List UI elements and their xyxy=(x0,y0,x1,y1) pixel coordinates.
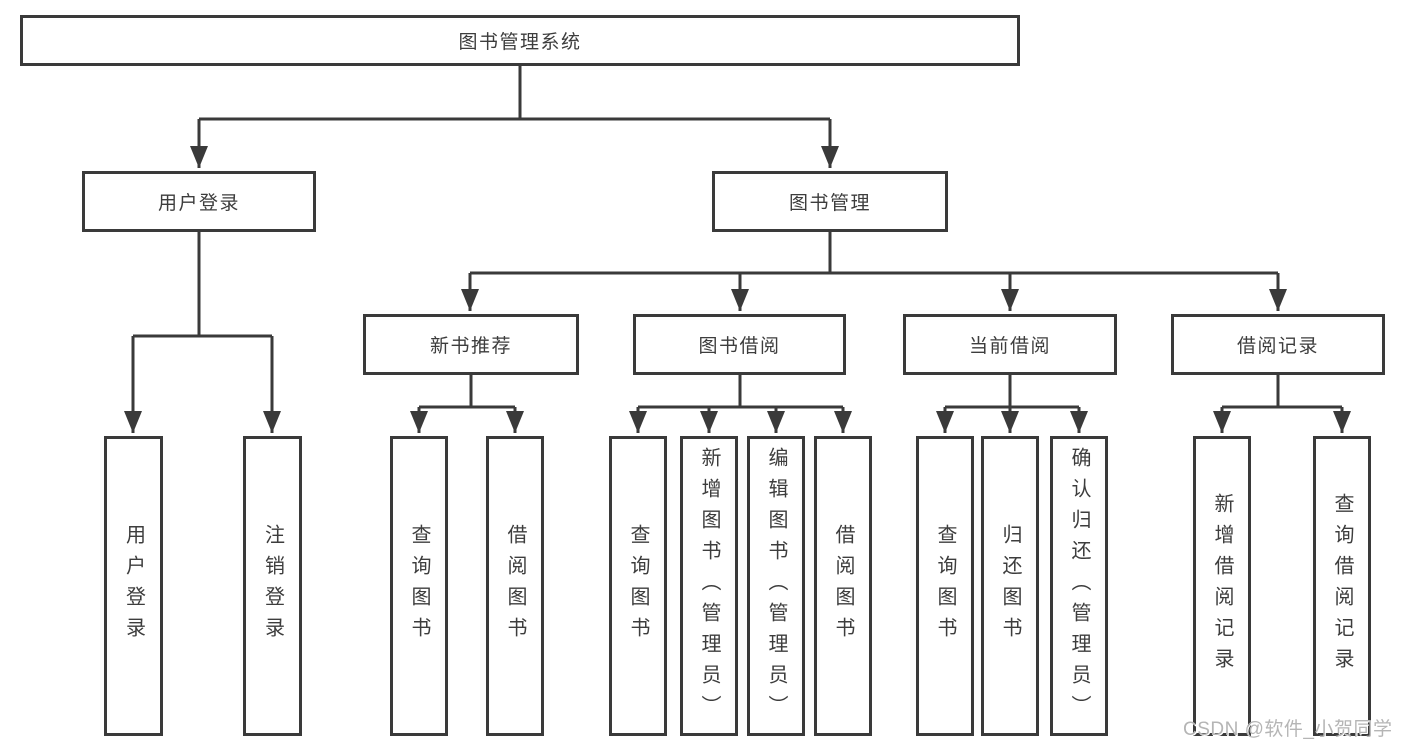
leaf-borrow-books-newbooks-label: 借阅图书 xyxy=(504,524,526,648)
leaf-query-books-borrowing-label: 查询图书 xyxy=(627,524,649,648)
node-user-login: 用户登录 xyxy=(82,171,316,232)
node-book-borrowing-label: 图书借阅 xyxy=(698,336,781,357)
leaf-query-books-newbooks: 查询图书 xyxy=(390,436,448,736)
node-new-books-label: 新书推荐 xyxy=(429,336,512,357)
leaf-query-borrow-record: 查询借阅记录 xyxy=(1313,436,1371,736)
leaf-borrow-books-borrowing: 借阅图书 xyxy=(814,436,872,736)
leaf-borrow-books-newbooks: 借阅图书 xyxy=(486,436,544,736)
node-current-borrowing: 当前借阅 xyxy=(903,314,1117,375)
node-borrow-records: 借阅记录 xyxy=(1171,314,1385,375)
leaf-add-borrow-record-label: 新增借阅记录 xyxy=(1211,493,1233,679)
leaf-query-books-borrowing: 查询图书 xyxy=(609,436,667,736)
node-user-login-label: 用户登录 xyxy=(157,193,240,214)
node-book-borrowing: 图书借阅 xyxy=(633,314,846,375)
leaf-edit-books-admin: 编辑图书（管理员） xyxy=(747,436,805,736)
leaf-return-books-label: 归还图书 xyxy=(999,524,1021,648)
leaf-logout-label: 注销登录 xyxy=(261,524,284,648)
leaf-confirm-return-admin: 确认归还（管理员） xyxy=(1050,436,1108,736)
leaf-confirm-return-admin-label: 确认归还（管理员） xyxy=(1068,446,1090,726)
leaf-logout: 注销登录 xyxy=(243,436,302,736)
node-root: 图书管理系统 xyxy=(20,15,1020,66)
leaf-add-books-admin: 新增图书（管理员） xyxy=(680,436,738,736)
leaf-query-borrow-record-label: 查询借阅记录 xyxy=(1331,493,1353,679)
leaf-return-books: 归还图书 xyxy=(981,436,1039,736)
leaf-borrow-books-borrowing-label: 借阅图书 xyxy=(832,524,854,648)
node-book-management-label: 图书管理 xyxy=(788,193,871,214)
node-current-borrowing-label: 当前借阅 xyxy=(968,336,1051,357)
leaf-add-borrow-record: 新增借阅记录 xyxy=(1193,436,1251,736)
leaf-query-books-newbooks-label: 查询图书 xyxy=(408,524,430,648)
leaf-query-books-current: 查询图书 xyxy=(916,436,974,736)
leaf-add-books-admin-label: 新增图书（管理员） xyxy=(698,446,720,726)
leaf-query-books-current-label: 查询图书 xyxy=(934,524,956,648)
node-new-books: 新书推荐 xyxy=(363,314,579,375)
node-book-management: 图书管理 xyxy=(712,171,948,232)
node-borrow-records-label: 借阅记录 xyxy=(1236,336,1319,357)
leaf-user-login: 用户登录 xyxy=(104,436,163,736)
leaf-edit-books-admin-label: 编辑图书（管理员） xyxy=(765,446,787,726)
leaf-user-login-label: 用户登录 xyxy=(122,524,145,648)
node-root-label: 图书管理系统 xyxy=(458,32,582,53)
csdn-watermark: CSDN @软件_小贺同学 xyxy=(1183,719,1393,740)
